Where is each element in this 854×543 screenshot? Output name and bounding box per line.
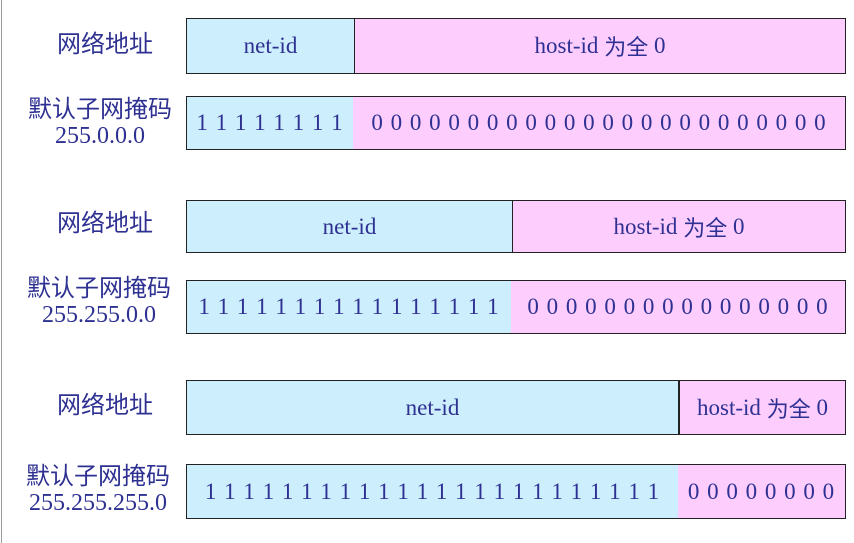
host-id-text: host-id [534, 33, 599, 58]
host-id-text: host-id [613, 213, 678, 239]
mask-title: 默认子网掩码 [27, 274, 171, 302]
mask-zeros-segment-a: 0 0 0 0 0 0 0 0 0 0 0 0 0 0 0 0 0 0 0 0 … [353, 97, 845, 149]
mask-title: 默认子网掩码 [26, 462, 170, 490]
mask-ones-text: 1 1 1 1 1 1 1 1 1 1 1 1 1 1 1 1 [198, 294, 500, 319]
address-bar-b: net-id host-id 为全 0 [186, 200, 846, 253]
net-id-text: net-id [405, 394, 460, 420]
host-id-segment-b: host-id 为全 0 [512, 201, 845, 252]
mask-value: 255.255.255.0 [29, 489, 167, 516]
mask-zeros-text: 0 0 0 0 0 0 0 0 [687, 478, 836, 504]
address-label-c: 网络地址 [57, 391, 153, 419]
host-id-zero: 0 [816, 394, 828, 420]
mask-bar-a: 1 1 1 1 1 1 1 1 0 0 0 0 0 0 0 0 0 0 0 0 … [186, 96, 846, 150]
mask-title: 默认子网掩码 [28, 95, 172, 123]
mask-zeros-text: 0 0 0 0 0 0 0 0 0 0 0 0 0 0 0 0 [527, 294, 829, 319]
host-id-zero: 0 [732, 213, 745, 239]
net-id-segment-a: net-id [187, 19, 354, 73]
mask-bar-b: 1 1 1 1 1 1 1 1 1 1 1 1 1 1 1 1 0 0 0 0 … [186, 280, 846, 334]
mask-ones-segment-c: 1 1 1 1 1 1 1 1 1 1 1 1 1 1 1 1 1 1 1 1 … [187, 465, 678, 518]
mask-value: 255.255.0.0 [42, 301, 156, 328]
left-border-line [1, 0, 2, 543]
host-id-suffix: 为全 [683, 216, 728, 242]
mask-bar-c: 1 1 1 1 1 1 1 1 1 1 1 1 1 1 1 1 1 1 1 1 … [186, 464, 846, 519]
mask-ones-segment-b: 1 1 1 1 1 1 1 1 1 1 1 1 1 1 1 1 [187, 281, 511, 333]
address-bar-c: net-id host-id 为全 0 [186, 380, 846, 435]
address-label-b: 网络地址 [57, 209, 153, 237]
net-id-segment-b: net-id [187, 201, 512, 252]
mask-zeros-segment-b: 0 0 0 0 0 0 0 0 0 0 0 0 0 0 0 0 [511, 281, 845, 333]
host-id-suffix: 为全 [604, 36, 649, 61]
host-id-segment-c: host-id 为全 0 [678, 381, 845, 434]
net-id-segment-c: net-id [187, 381, 678, 434]
mask-label-c: 默认子网掩码 255.255.255.0 [12, 463, 184, 517]
mask-ones-text: 1 1 1 1 1 1 1 1 1 1 1 1 1 1 1 1 1 1 1 1 … [204, 478, 661, 504]
host-id-text: host-id [697, 394, 761, 420]
host-id-zero: 0 [653, 33, 666, 58]
address-label-a: 网络地址 [57, 30, 153, 58]
mask-label-b: 默认子网掩码 255.255.0.0 [14, 275, 184, 329]
mask-value: 255.0.0.0 [55, 122, 145, 149]
host-id-segment-a: host-id 为全 0 [354, 19, 845, 73]
mask-label-a: 默认子网掩码 255.0.0.0 [14, 96, 186, 150]
net-id-text: net-id [322, 213, 377, 239]
mask-ones-segment-a: 1 1 1 1 1 1 1 1 [187, 97, 353, 149]
net-id-text: net-id [243, 33, 298, 58]
mask-zeros-text: 0 0 0 0 0 0 0 0 0 0 0 0 0 0 0 0 0 0 0 0 … [371, 110, 827, 135]
mask-zeros-segment-c: 0 0 0 0 0 0 0 0 [678, 465, 845, 518]
mask-ones-text: 1 1 1 1 1 1 1 1 [196, 110, 344, 135]
address-bar-a: net-id host-id 为全 0 [186, 18, 846, 74]
host-id-suffix: 为全 [766, 397, 811, 423]
